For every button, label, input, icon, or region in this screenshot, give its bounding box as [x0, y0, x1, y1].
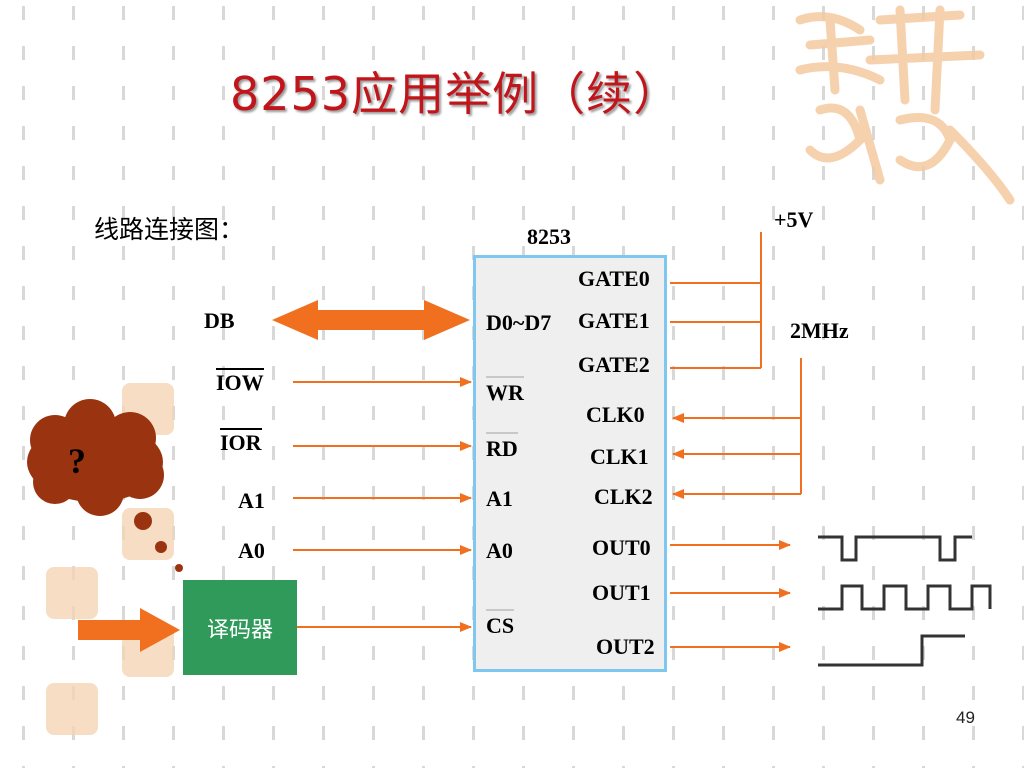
question-mark: ? [68, 441, 86, 481]
pin-clk1: CLK1 [590, 444, 649, 469]
diagram-caption: 线路连接图： [94, 215, 245, 244]
signal-a0: A0 [238, 538, 265, 563]
signal-db: DB [204, 308, 235, 333]
out1-waveform [818, 584, 992, 611]
signal-clock: 2MHz [790, 318, 849, 343]
signal-vcc: +5V [774, 207, 814, 232]
pin-clk2: CLK2 [594, 484, 653, 509]
thought-cloud [27, 399, 183, 572]
decoder-label: 译码器 [206, 617, 273, 643]
db-bus-arrow [272, 300, 470, 340]
pin-gate1: GATE1 [578, 308, 650, 333]
pin-a1: A1 [486, 486, 513, 511]
signal-a1: A1 [238, 488, 265, 513]
pin-clk0: CLK0 [586, 402, 645, 427]
pin-wr: WR [486, 376, 524, 404]
pin-cs: CS [486, 609, 515, 637]
pin-out1: OUT1 [592, 580, 651, 605]
pin-out0: OUT0 [592, 535, 651, 560]
chip-name: 8253 [527, 224, 571, 249]
calligraphy-logo [795, 5, 1015, 205]
out0-waveform [818, 535, 972, 562]
pin-gate0: GATE0 [578, 266, 650, 291]
decoder-block: 译码器 [183, 580, 297, 675]
page-title: 8253应用举例（续） [230, 67, 681, 121]
pin-out2: OUT2 [596, 634, 655, 659]
pin-gate2: GATE2 [578, 352, 650, 377]
pin-a0: A0 [486, 538, 513, 563]
signal-iow: IOW [216, 368, 264, 395]
out2-waveform [818, 634, 965, 667]
pin-d0-d7: D0~D7 [486, 310, 552, 335]
decoder-input-arrow [78, 608, 180, 652]
chip-8253 [473, 255, 667, 672]
pin-rd: RD [486, 432, 518, 460]
page-number: 49 [956, 708, 975, 727]
signal-ior: IOR [220, 428, 262, 455]
